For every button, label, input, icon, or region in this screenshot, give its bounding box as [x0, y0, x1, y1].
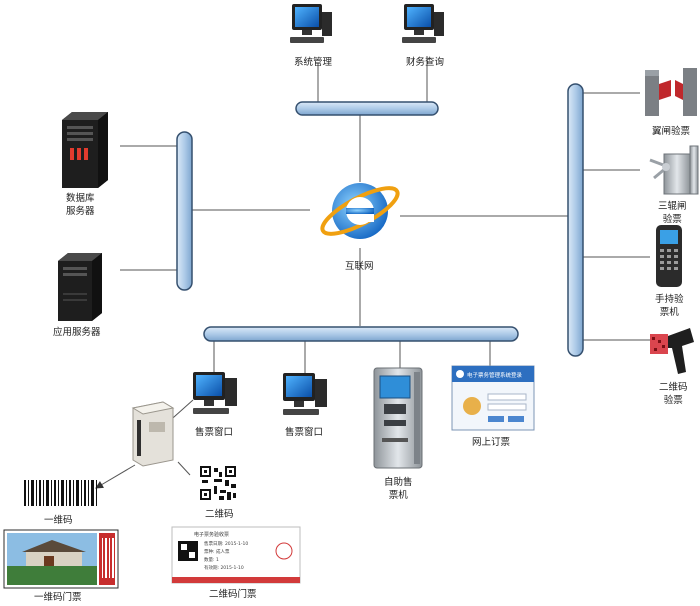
label-app-server: 应用服务器 [53, 327, 101, 338]
app-server [58, 253, 102, 321]
label-qr-code: 二维码 [205, 509, 234, 520]
label-ticket-window-2: 售票窗口 [285, 427, 324, 438]
ticket-line-4: 有效期: 2015-1-10 [204, 564, 244, 571]
label-handheld: 手持验 票机 [655, 294, 684, 318]
handheld-icon [656, 225, 682, 287]
label-sys-mgmt: 系统管理 [294, 57, 333, 68]
label-internet: 互联网 [345, 261, 374, 272]
db-server [62, 112, 108, 188]
barcode-ticket-image [3, 529, 119, 589]
gate-icon [645, 68, 697, 116]
top-bus [295, 101, 439, 116]
left-bus [176, 131, 193, 291]
pc-ticket-window-1 [193, 372, 237, 414]
label-qr-check: 二维码 验票 [659, 382, 688, 406]
pc-sys-mgmt [290, 4, 332, 43]
label-tripod-check: 三辊闸 验票 [658, 201, 687, 225]
ticket-line-2: 票种: 成人票 [204, 548, 230, 555]
qr-ticket-image: 电子票务验收票 售票日期: 2015-1-10 票种: 成人票 数量: 1 有效… [171, 526, 301, 584]
login-window-icon: 电子票务管理系统登录 [451, 365, 535, 431]
kiosk-icon [373, 367, 423, 469]
label-online-booking: 网上订票 [472, 437, 511, 448]
qr-ticket-title: 电子票务验收票 [194, 531, 229, 538]
internet-icon [320, 183, 400, 239]
label-barcode: 一维码 [44, 515, 73, 526]
turnstile-icon [649, 145, 699, 195]
printer-icon [131, 401, 175, 467]
ticket-line-1: 售票日期: 2015-1-10 [204, 540, 248, 547]
pc-ticket-window-2 [283, 373, 327, 415]
label-self-service: 自助售 票机 [384, 477, 413, 501]
label-barcode-ticket: 一维码门票 [34, 592, 82, 603]
label-fin-query: 财务查询 [406, 57, 445, 68]
ticket-line-3: 数量: 1 [204, 556, 219, 563]
label-db-server: 数据库 服务器 [66, 193, 95, 217]
bottom-bus [203, 326, 519, 342]
label-ticket-window-1: 售票窗口 [195, 427, 234, 438]
label-gate-check: 翼闸验票 [652, 126, 691, 137]
connection-lines [95, 56, 650, 489]
label-qr-ticket: 二维码门票 [209, 589, 257, 600]
qr-code-icon [200, 466, 236, 500]
barcode-icon [24, 480, 97, 506]
scanner-icon [650, 328, 694, 374]
login-window-title: 电子票务管理系统登录 [467, 371, 523, 379]
pc-fin-query [402, 4, 444, 43]
right-bus [567, 83, 584, 357]
